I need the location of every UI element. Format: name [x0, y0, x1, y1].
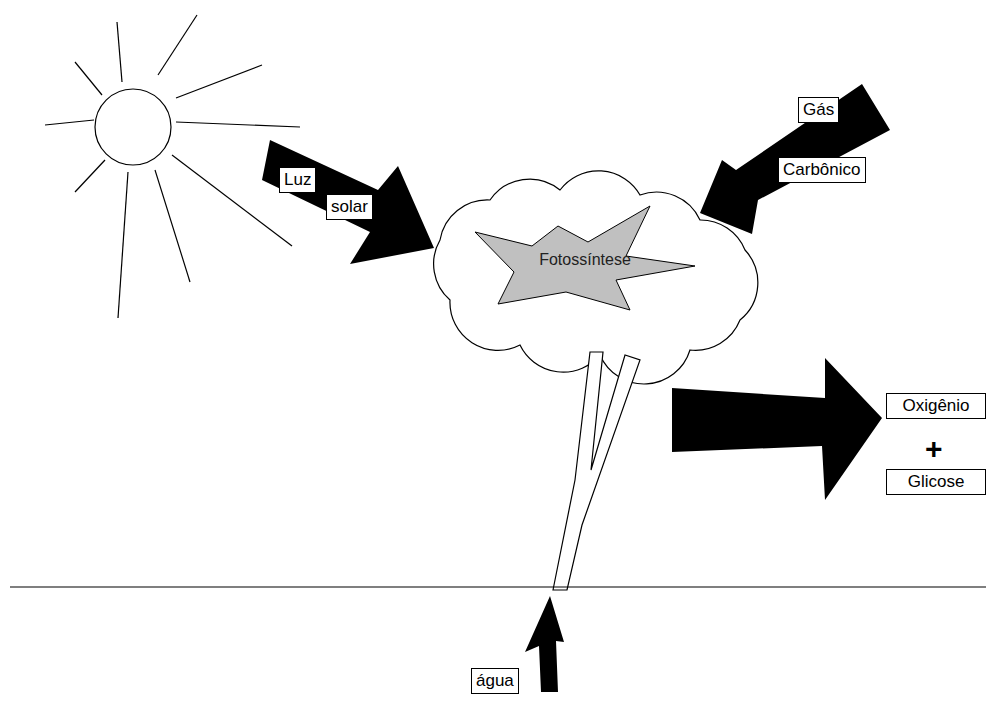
node-text: solar [331, 197, 368, 216]
sun-ray [158, 15, 197, 75]
node-text: Gás [803, 100, 834, 119]
sun-disc [95, 89, 171, 165]
node-text: Oxigênio [902, 396, 969, 415]
plus-sign: + [925, 434, 943, 464]
output-arrow [672, 358, 882, 500]
label-box: água [471, 668, 519, 694]
light-arrow [262, 140, 434, 264]
sun [45, 15, 300, 318]
node-text: Glicose [908, 472, 965, 491]
sun-ray [117, 22, 122, 82]
sun-ray [176, 122, 300, 127]
node-text: Fotossíntese [470, 251, 700, 269]
label-box: Gás [798, 97, 839, 123]
label-box: Carbônico [778, 157, 866, 183]
sun-ray [75, 62, 102, 95]
node-text: Carbônico [783, 160, 861, 179]
sun-ray [155, 170, 190, 282]
label-box: Luz [279, 167, 316, 193]
node-text: água [476, 671, 514, 690]
water-arrow [525, 596, 564, 692]
label-box: Oxigênio [886, 393, 986, 419]
label-box: solar [326, 194, 373, 220]
sun-ray [75, 160, 105, 192]
ground-line [10, 586, 986, 587]
tree-trunk [553, 352, 640, 590]
label-box: Glicose [886, 469, 986, 495]
sun-ray [176, 65, 262, 98]
sun-ray [118, 172, 128, 318]
process-star: Fotossíntese [470, 200, 700, 320]
co2-arrow [700, 84, 890, 234]
sun-ray [45, 120, 94, 125]
node-text: Luz [284, 170, 311, 189]
